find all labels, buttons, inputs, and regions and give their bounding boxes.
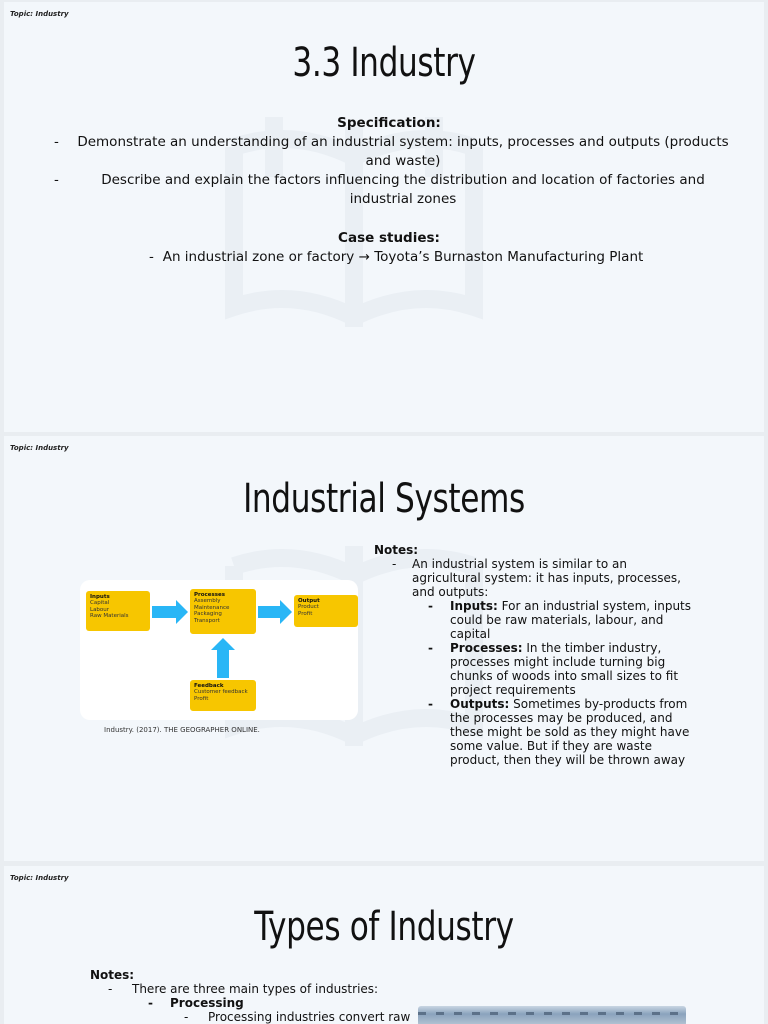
topic-label: Topic: Industry bbox=[10, 10, 69, 18]
topic-label: Topic: Industry bbox=[10, 444, 69, 452]
spec-item: -Describe and explain the factors influe… bbox=[54, 172, 705, 207]
notes-section: Notes: -There are three main types of in… bbox=[90, 968, 420, 1024]
book-watermark-icon bbox=[225, 117, 483, 328]
processes-box: Processes Assembly Maintenance Packaging… bbox=[190, 589, 256, 634]
notes-heading: Notes: bbox=[90, 968, 135, 982]
industry-type-description: -Processing industries convert raw bbox=[184, 1010, 411, 1024]
diagram-caption: Industry. (2017). THE GEOGRAPHER ONLINE. bbox=[104, 726, 260, 734]
page-title: Types of Industry bbox=[254, 904, 514, 950]
specification-heading: Specification: bbox=[337, 115, 441, 131]
factory-photo bbox=[418, 1006, 686, 1024]
industrial-system-diagram: Inputs Capital Labour Raw Materials Proc… bbox=[80, 580, 358, 720]
specification-section: Specification: -Demonstrate an understan… bbox=[44, 114, 734, 209]
case-studies-heading: Case studies: bbox=[338, 230, 440, 246]
right-arrow-icon bbox=[258, 600, 292, 624]
notes-intro: -There are three main types of industrie… bbox=[108, 982, 379, 996]
diagram-arrows bbox=[152, 600, 292, 678]
notes-point: -Inputs: For an industrial system, input… bbox=[428, 599, 691, 641]
industry-type: -Processing bbox=[148, 996, 244, 1010]
case-studies-section: Case studies: -An industrial zone or fac… bbox=[44, 229, 734, 267]
right-arrow-icon bbox=[152, 600, 188, 624]
notes-section: Notes: -An industrial system is similar … bbox=[374, 543, 694, 767]
slide-2: Topic: Industry Industrial Systems Input… bbox=[4, 436, 764, 861]
output-box: Output Product Profit bbox=[294, 595, 358, 627]
up-arrow-icon bbox=[211, 638, 235, 678]
inputs-box: Inputs Capital Labour Raw Materials bbox=[86, 591, 150, 631]
case-study-item: -An industrial zone or factory → Toyota’… bbox=[149, 249, 644, 265]
page-title: 3.3 Industry bbox=[292, 40, 476, 86]
notes-point: -Processes: In the timber industry, proc… bbox=[428, 641, 679, 697]
spec-item: -Demonstrate an understanding of an indu… bbox=[54, 134, 729, 169]
feedback-box: Feedback Customer feedback Profit bbox=[190, 680, 256, 711]
page-title: Industrial Systems bbox=[243, 476, 525, 522]
topic-label: Topic: Industry bbox=[10, 874, 69, 882]
slide-1: Topic: Industry 3.3 Industry Specificati… bbox=[4, 2, 764, 432]
notes-heading: Notes: bbox=[374, 543, 419, 557]
notes-point: -Outputs: Sometimes by-products from the… bbox=[428, 697, 690, 767]
notes-intro: -An industrial system is similar to an a… bbox=[392, 557, 681, 599]
slide-3: Topic: Industry Types of Industry Notes:… bbox=[4, 866, 764, 1024]
